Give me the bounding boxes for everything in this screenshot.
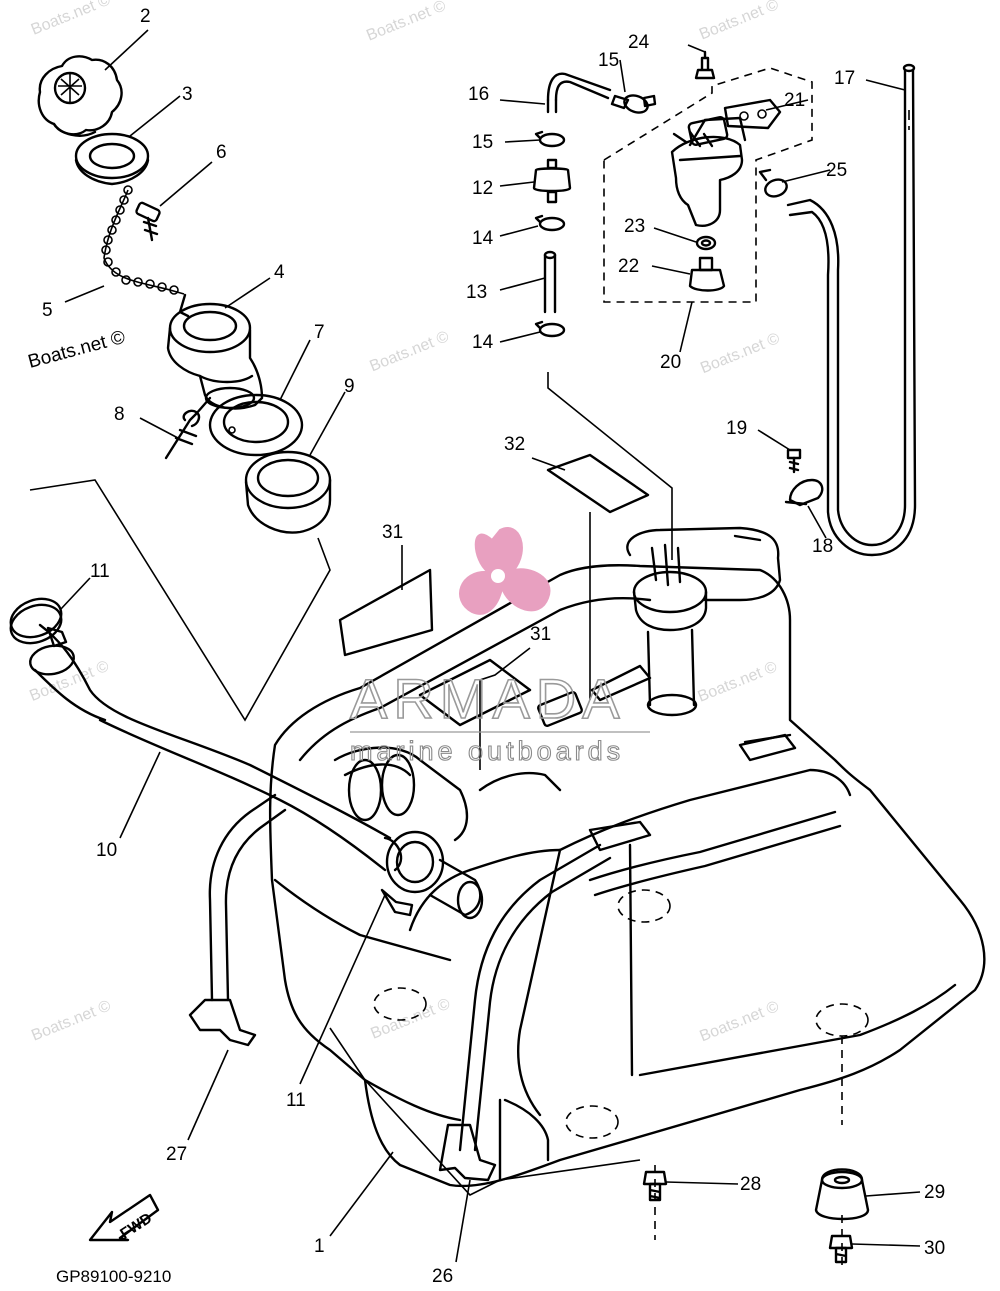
watermark: Boats.net © — [29, 997, 113, 1044]
callout-31-upper: 31 — [382, 522, 403, 543]
watermark: Boats.net © — [695, 658, 779, 705]
hose-clamp-14-lower — [534, 320, 566, 338]
hose-clamp-14-upper — [534, 214, 566, 232]
neck-gasket — [208, 393, 304, 457]
brand-name: ARMADA — [350, 667, 626, 730]
brand-propeller-logo — [459, 527, 551, 615]
callout-29: 29 — [924, 1182, 945, 1203]
callout-31-lower: 31 — [530, 624, 551, 645]
hose-clamp-15-upper — [610, 94, 657, 114]
hose-clamp-25 — [758, 168, 788, 198]
callout-7: 7 — [314, 322, 325, 343]
callout-18: 18 — [812, 536, 833, 557]
decal-31-upper — [338, 568, 434, 657]
callout-4: 4 — [274, 262, 285, 283]
callout-26: 26 — [432, 1266, 453, 1287]
cap-chain — [101, 185, 185, 295]
callout-14-upper: 14 — [472, 228, 494, 249]
drain-fitting — [164, 396, 212, 460]
watermark: Boats.net © — [29, 0, 113, 39]
decal-31-lower — [418, 658, 532, 727]
callout-23: 23 — [624, 216, 645, 237]
callout-28: 28 — [740, 1174, 761, 1195]
callout-6: 6 — [216, 142, 227, 163]
watermark: Boats.net © — [697, 0, 781, 43]
watermark: Boats.net © — [368, 995, 452, 1042]
callout-2: 2 — [140, 6, 151, 27]
callout-15-upper: 15 — [598, 50, 619, 71]
fuel-hose-16 — [546, 72, 612, 114]
callout-22: 22 — [618, 256, 639, 277]
watermark: Boats.net © — [364, 0, 448, 45]
callout-11-upper: 11 — [90, 561, 110, 582]
filler-neck — [166, 293, 264, 410]
mount-bolt-30 — [828, 1234, 854, 1264]
callout-21: 21 — [784, 90, 805, 111]
vent-hose — [786, 63, 917, 557]
callout-10: 10 — [96, 840, 117, 861]
callout-25: 25 — [826, 160, 847, 181]
callout-32: 32 — [504, 434, 525, 455]
callout-19: 19 — [726, 418, 747, 439]
callout-15-lower: 15 — [472, 132, 493, 153]
brand-watermark: ARMADA marine outboards — [349, 527, 650, 767]
decal-32 — [546, 453, 650, 514]
inline-filter — [532, 158, 572, 204]
watermark: Boats.net © — [27, 658, 111, 705]
callout-labels: 2 3 6 4 5 7 9 8 11 10 11 27 1 26 28 29 3… — [42, 6, 945, 1287]
callout-14-lower: 14 — [472, 332, 494, 353]
watermark: Boats.net © — [698, 330, 782, 377]
drawing-code: GP89100-9210 — [56, 1267, 171, 1286]
fuel-sender-unit — [537, 526, 782, 727]
pickup-line — [547, 372, 673, 560]
brand-tagline: marine outboards — [350, 736, 624, 766]
watermark: Boats.net © — [367, 328, 451, 375]
callout-3: 3 — [182, 84, 193, 105]
watermark-boats-net: Boats.net © — [26, 327, 128, 373]
callout-13: 13 — [466, 282, 487, 303]
fuel-filter-assembly — [603, 50, 813, 303]
callout-8: 8 — [114, 404, 125, 425]
fuel-cap — [37, 55, 123, 137]
callout-11-lower: 11 — [286, 1090, 306, 1111]
fuel-tank — [268, 564, 986, 1265]
callout-1: 1 — [314, 1236, 325, 1257]
clip-screw — [786, 448, 802, 474]
fuel-hose-13 — [543, 250, 557, 314]
hose-clamp-15-lower — [534, 130, 566, 148]
hose-clip — [784, 478, 824, 507]
callout-17: 17 — [834, 68, 855, 89]
callout-24: 24 — [628, 32, 650, 53]
neck-seal-ring — [244, 450, 332, 534]
callout-20: 20 — [660, 352, 681, 373]
callout-30: 30 — [924, 1238, 945, 1259]
mount-bolt-28 — [642, 1170, 668, 1202]
watermark: Boats.net © — [697, 998, 781, 1045]
callout-9: 9 — [344, 376, 355, 397]
tank-strap-front — [188, 793, 287, 1047]
leader-lines — [29, 29, 921, 1263]
callout-12: 12 — [472, 178, 493, 199]
rubber-mount — [814, 1168, 870, 1221]
cap-screw — [135, 201, 161, 242]
tank-strap-rear — [438, 733, 797, 1182]
callout-27: 27 — [166, 1144, 187, 1165]
cap-gasket — [74, 132, 150, 186]
callout-16: 16 — [468, 84, 489, 105]
forward-arrow: FWD — [88, 1193, 160, 1243]
callout-5: 5 — [42, 300, 53, 321]
